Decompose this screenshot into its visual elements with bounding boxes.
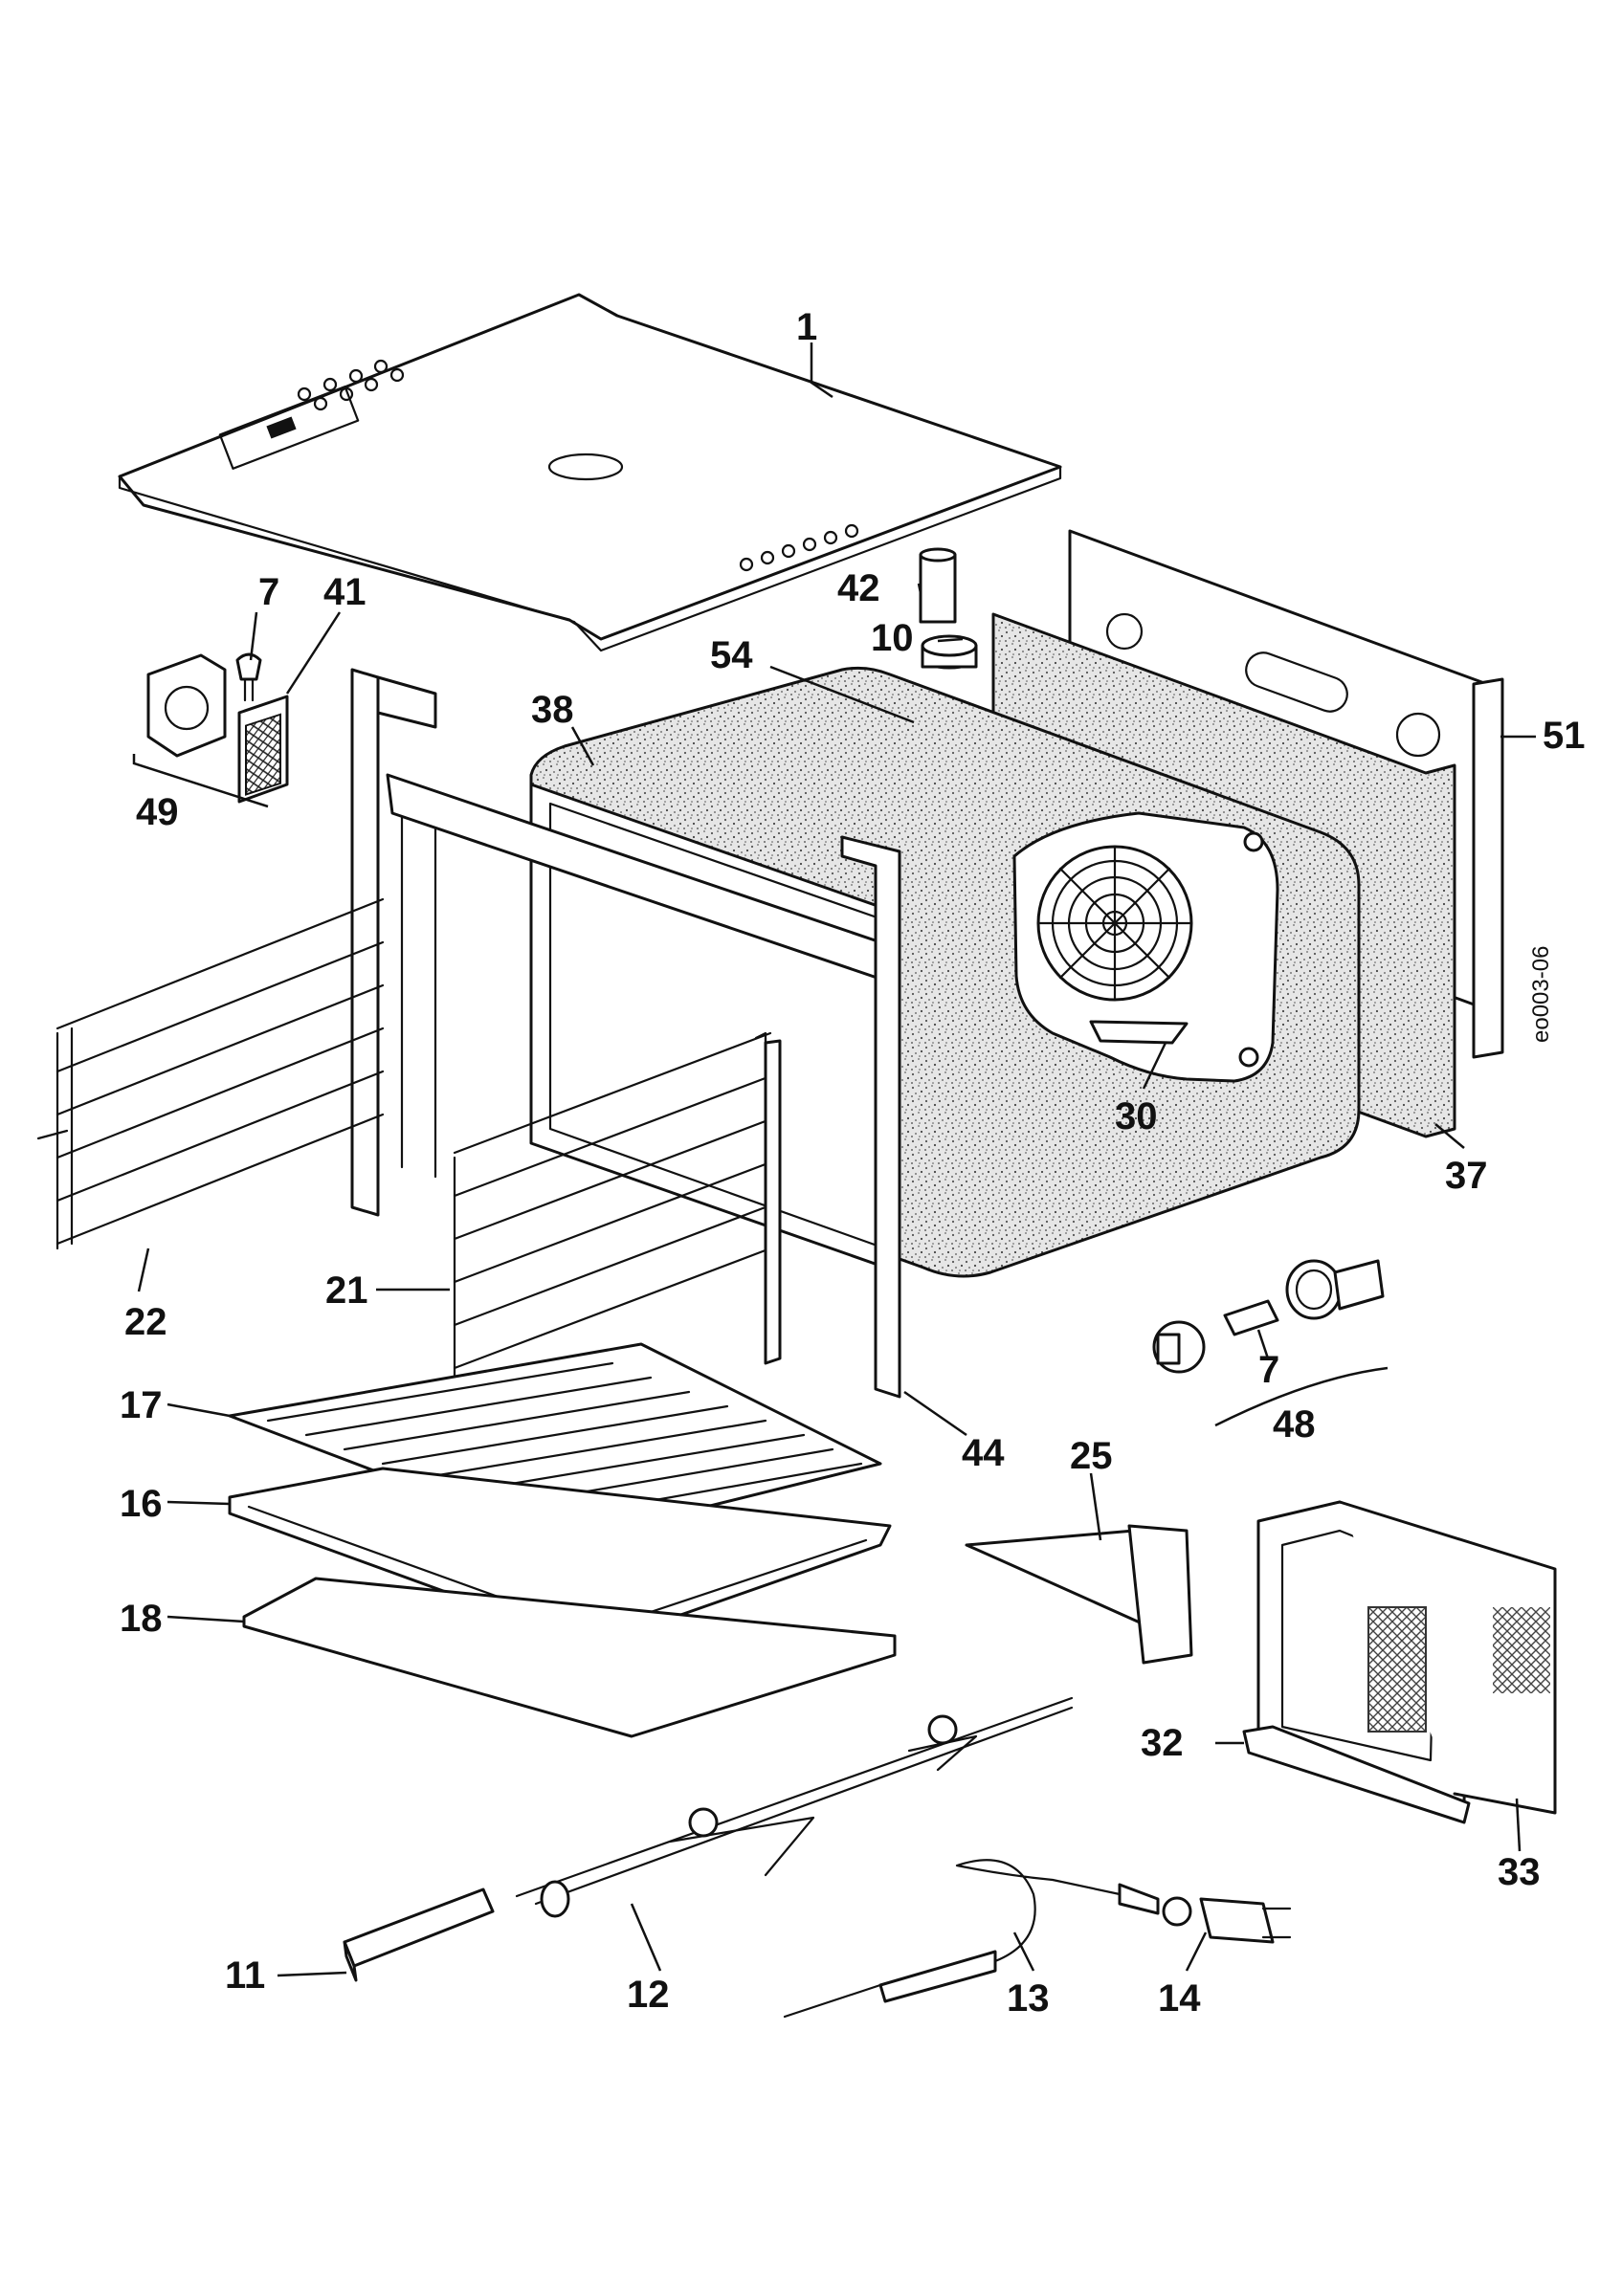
filter-frame — [1242, 1500, 1557, 1824]
callout-11: 11 — [225, 1954, 265, 1997]
callout-21: 21 — [325, 1269, 368, 1312]
callout-16: 16 — [120, 1483, 163, 1525]
callout-48: 48 — [1273, 1403, 1316, 1446]
top-cover-plate — [118, 293, 1062, 652]
reference-code: eo003-06 — [1528, 946, 1554, 1043]
callout-14: 14 — [1158, 1977, 1201, 2020]
oven-cavity — [529, 666, 1361, 1278]
callout-51: 51 — [1543, 715, 1586, 757]
meat-probe — [783, 1859, 1160, 2019]
callout-41: 41 — [323, 571, 367, 613]
callout-10: 10 — [871, 617, 914, 659]
callout-32: 32 — [1141, 1722, 1184, 1764]
rotisserie-bracket — [965, 1524, 1193, 1665]
spit-handle — [343, 1888, 495, 1982]
callout-labels: 1 7 41 49 42 10 54 38 51 30 37 22 21 7 4… — [120, 306, 1586, 2020]
callout-49: 49 — [136, 791, 179, 833]
flat-tray — [242, 1577, 897, 1738]
callout-54: 54 — [710, 634, 753, 676]
callout-12: 12 — [627, 1974, 670, 2016]
callout-18: 18 — [120, 1598, 163, 1640]
callout-44: 44 — [962, 1432, 1005, 1474]
callout-42: 42 — [837, 567, 880, 609]
callout-30: 30 — [1115, 1095, 1158, 1137]
rotisserie-spit — [515, 1696, 1074, 1918]
callout-1: 1 — [796, 306, 817, 348]
control-holes — [297, 359, 859, 572]
callout-38: 38 — [531, 689, 574, 731]
callout-17: 17 — [120, 1384, 163, 1426]
lamp-assembly-left — [132, 652, 289, 808]
callout-7-bottom: 7 — [1258, 1349, 1279, 1391]
left-shelf-rails — [36, 897, 385, 1250]
right-shelf-rails — [453, 1031, 782, 1380]
callout-13: 13 — [1007, 1977, 1050, 2020]
probe-socket — [1162, 1896, 1292, 1944]
callout-33: 33 — [1498, 1851, 1541, 1893]
callout-37: 37 — [1445, 1155, 1488, 1197]
callout-25: 25 — [1070, 1435, 1113, 1477]
left-rack-support — [350, 668, 901, 1399]
lamp-assembly-right — [1152, 1259, 1389, 1427]
callout-7-top: 7 — [258, 571, 279, 613]
leader-lines — [137, 342, 1536, 1977]
callout-22: 22 — [124, 1301, 167, 1343]
